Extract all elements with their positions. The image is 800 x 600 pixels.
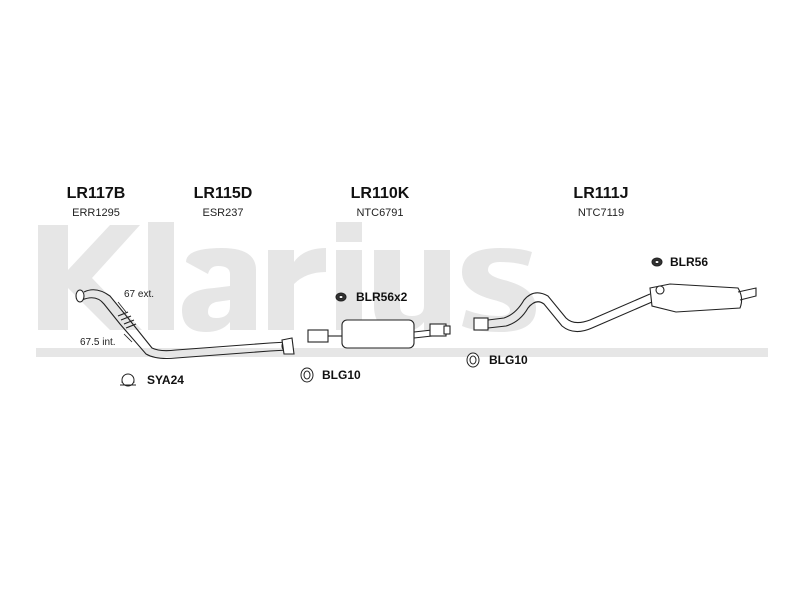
rubber-mount-icon bbox=[466, 352, 480, 368]
part-ref-2: ESR237 bbox=[202, 207, 244, 219]
part-code-1: LR117B bbox=[66, 185, 126, 202]
gasket-icon bbox=[335, 292, 347, 302]
rubber-mount-icon bbox=[300, 367, 314, 383]
part-code-3: LR110K bbox=[350, 185, 410, 202]
klarius-watermark-logo bbox=[36, 222, 768, 357]
centre-silencer-lr110k bbox=[307, 319, 451, 349]
accessory-blr56x2: BLR56x2 bbox=[356, 290, 408, 304]
accessory-blr56: BLR56 bbox=[670, 255, 709, 269]
front-pipe-lr117b bbox=[75, 289, 295, 360]
part-code-4: LR111J bbox=[573, 185, 629, 202]
accessory-sya24: SYA24 bbox=[147, 373, 184, 387]
part-ref-3: NTC6791 bbox=[356, 207, 404, 219]
part-ref-1: ERR1295 bbox=[72, 207, 120, 219]
ext-diameter-note: 67 ext. bbox=[124, 289, 155, 300]
part-ref-4: NTC7119 bbox=[577, 207, 625, 219]
clamp-icon bbox=[120, 373, 136, 387]
dimension-lines bbox=[117, 301, 133, 343]
accessory-blg10-left: BLG10 bbox=[322, 368, 361, 382]
gasket-icon bbox=[651, 257, 663, 267]
rear-silencer-lr111j bbox=[473, 283, 757, 333]
part-code-2: LR115D bbox=[193, 185, 253, 202]
int-diameter-note: 67.5 int. bbox=[80, 337, 116, 348]
accessory-blg10-right: BLG10 bbox=[489, 353, 528, 367]
